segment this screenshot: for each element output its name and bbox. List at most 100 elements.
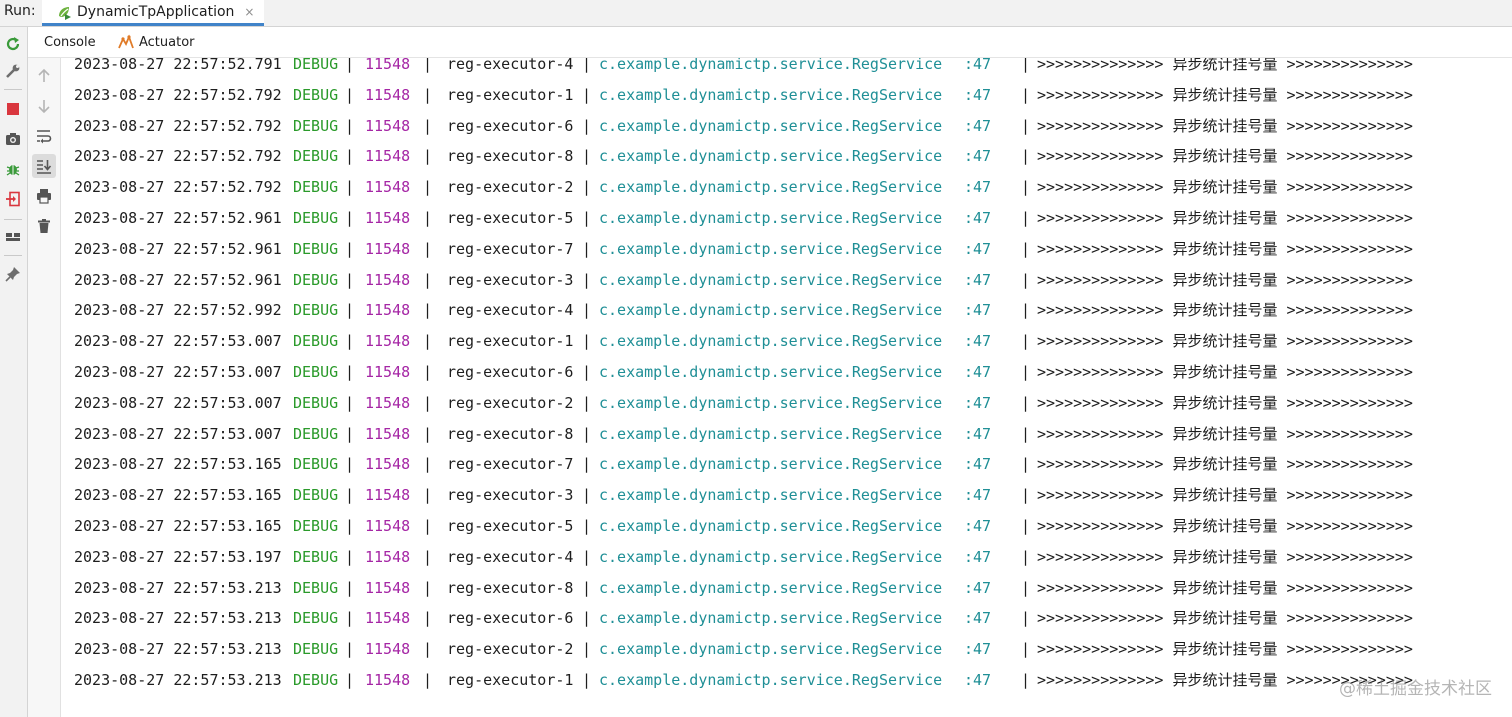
log-separator: |	[423, 332, 433, 351]
log-separator: |	[582, 301, 592, 320]
log-line-number: :47	[964, 671, 992, 689]
log-separator: |	[345, 85, 355, 104]
log-separator: |	[1021, 178, 1031, 197]
scroll-to-end-button[interactable]	[32, 154, 56, 178]
log-separator: |	[1021, 116, 1031, 135]
log-separator: |	[423, 301, 433, 320]
left-toolbar	[0, 27, 28, 717]
next-occurrence-button[interactable]	[34, 96, 54, 116]
log-thread: reg-executor-7	[447, 455, 574, 474]
log-pid: 11548	[365, 301, 411, 320]
log-separator: |	[423, 547, 433, 566]
log-separator: |	[582, 640, 592, 659]
layout-button[interactable]	[3, 227, 23, 247]
log-logger: c.example.dynamictp.service.RegService	[599, 332, 943, 351]
log-line-number: :47	[964, 209, 992, 227]
log-separator: |	[1021, 455, 1031, 474]
log-level: DEBUG	[293, 147, 339, 166]
stop-button[interactable]	[3, 99, 23, 119]
log-separator: |	[582, 578, 592, 597]
log-level: DEBUG	[293, 455, 339, 474]
log-separator: |	[345, 363, 355, 381]
rerun-button[interactable]	[3, 34, 23, 54]
log-separator: |	[582, 517, 592, 535]
tab-actuator[interactable]: Actuator	[118, 27, 195, 57]
log-level: DEBUG	[293, 58, 339, 73]
log-logger: c.example.dynamictp.service.RegService	[599, 147, 943, 166]
log-pid: 11548	[365, 178, 411, 197]
log-line-number: :47	[964, 363, 992, 381]
log-message: >>>>>>>>>>>>>> 异步统计挂号量 >>>>>>>>>>>>>>	[1037, 424, 1413, 443]
up-arrow-icon	[38, 68, 50, 82]
log-pid: 11548	[365, 640, 411, 659]
log-thread: reg-executor-6	[447, 363, 574, 381]
log-logger: c.example.dynamictp.service.RegService	[599, 270, 943, 289]
log-separator: |	[423, 85, 433, 104]
log-line-number: :47	[964, 393, 992, 412]
exit-button[interactable]	[3, 189, 23, 209]
log-level: DEBUG	[293, 85, 339, 104]
log-timestamp: 2023-08-27 22:57:52.961	[74, 209, 282, 227]
log-logger: c.example.dynamictp.service.RegService	[599, 486, 943, 505]
log-timestamp: 2023-08-27 22:57:53.213	[74, 578, 282, 597]
log-separator: |	[423, 147, 433, 166]
log-logger: c.example.dynamictp.service.RegService	[599, 116, 943, 135]
log-separator: |	[345, 640, 355, 659]
log-level: DEBUG	[293, 486, 339, 505]
log-separator: |	[345, 116, 355, 135]
log-line-number: :47	[964, 486, 992, 505]
pin-button[interactable]	[3, 264, 23, 284]
close-icon[interactable]: ×	[244, 4, 255, 19]
log-pid: 11548	[365, 239, 411, 258]
run-tab-dynamictpapplication[interactable]: DynamicTpApplication ×	[42, 0, 265, 26]
log-separator: |	[345, 609, 355, 628]
log-separator: |	[582, 270, 592, 289]
log-message: >>>>>>>>>>>>>> 异步统计挂号量 >>>>>>>>>>>>>>	[1037, 640, 1413, 659]
log-logger: c.example.dynamictp.service.RegService	[599, 85, 943, 104]
previous-occurrence-button[interactable]	[34, 66, 54, 86]
log-separator: |	[582, 85, 592, 104]
debug-button[interactable]	[3, 159, 23, 179]
log-pid: 11548	[365, 424, 411, 443]
log-separator: |	[423, 178, 433, 197]
log-pid: 11548	[365, 578, 411, 597]
dump-threads-button[interactable]	[3, 129, 23, 149]
log-separator: |	[423, 58, 433, 73]
log-timestamp: 2023-08-27 22:57:53.165	[74, 486, 282, 505]
log-separator: |	[345, 424, 355, 443]
log-separator: |	[582, 393, 592, 412]
log-thread: reg-executor-7	[447, 239, 574, 258]
log-level: DEBUG	[293, 301, 339, 320]
log-line-number: :47	[964, 147, 992, 166]
log-message: >>>>>>>>>>>>>> 异步统计挂号量 >>>>>>>>>>>>>>	[1037, 332, 1413, 351]
log-timestamp: 2023-08-27 22:57:52.992	[74, 301, 282, 320]
clear-all-button[interactable]	[34, 216, 54, 236]
log-separator: |	[345, 671, 355, 689]
soft-wrap-button[interactable]	[34, 126, 54, 146]
console-toolbar	[28, 58, 61, 717]
log-separator: |	[582, 116, 592, 135]
log-separator: |	[345, 578, 355, 597]
settings-button[interactable]	[3, 61, 23, 81]
actuator-icon	[118, 34, 134, 49]
log-separator: |	[423, 517, 433, 535]
print-button[interactable]	[34, 186, 54, 206]
log-thread: reg-executor-3	[447, 270, 574, 289]
log-message: >>>>>>>>>>>>>> 异步统计挂号量 >>>>>>>>>>>>>>	[1037, 578, 1413, 597]
camera-icon	[6, 133, 20, 145]
tab-console[interactable]: Console	[44, 27, 96, 57]
log-message: >>>>>>>>>>>>>> 异步统计挂号量 >>>>>>>>>>>>>>	[1037, 393, 1413, 412]
log-thread: reg-executor-5	[447, 517, 574, 535]
log-timestamp: 2023-08-27 22:57:53.165	[74, 517, 282, 535]
log-logger: c.example.dynamictp.service.RegService	[599, 517, 943, 535]
log-thread: reg-executor-4	[447, 301, 574, 320]
